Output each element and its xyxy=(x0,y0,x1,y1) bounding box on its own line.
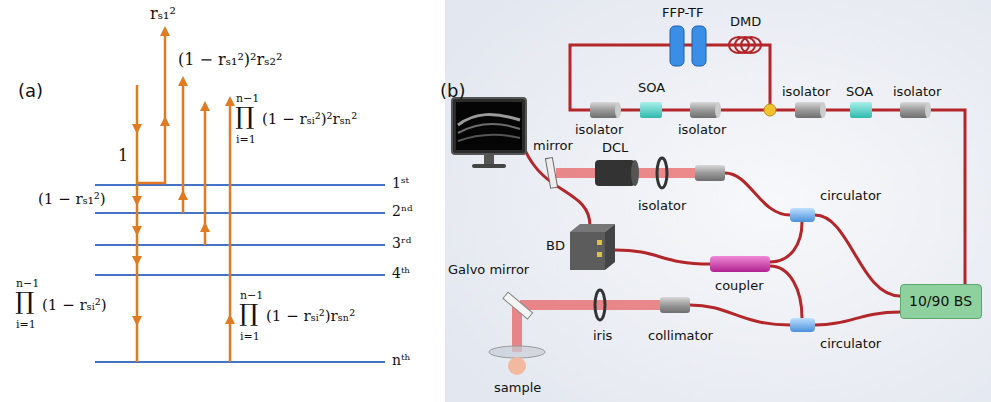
layer-label: 3ʳᵈ xyxy=(392,235,411,252)
layer-label: 2ⁿᵈ xyxy=(392,203,413,220)
component-label: coupler xyxy=(715,278,764,294)
formula: (1 − rₛ₁²)²rₛ₂² xyxy=(178,50,282,69)
ffp-tf xyxy=(670,26,706,66)
component-label: BD xyxy=(546,238,565,254)
component-label: Galvo mirror xyxy=(448,262,529,278)
node-text: 10/90 BS xyxy=(909,293,973,310)
component-label: isolator xyxy=(893,84,941,100)
component-label: isolator xyxy=(575,122,623,138)
component-label: circulator xyxy=(820,336,881,352)
component-label: mirror xyxy=(533,138,573,154)
layer-label: 1ˢᵗ xyxy=(392,175,409,192)
layer-lines xyxy=(95,185,385,362)
product-sign: ∏ xyxy=(15,287,34,316)
formula: (1 − rₛᵢ²)rₛₙ² xyxy=(266,307,355,325)
product-limit: i=1 xyxy=(240,330,260,343)
component-label: DCL xyxy=(602,140,628,156)
component-label: SOA xyxy=(638,80,665,96)
reference-arm xyxy=(545,158,725,189)
formula: (1 − rₛᵢ²)²rₛₙ² xyxy=(262,110,357,128)
component-label: FFP-TF xyxy=(662,5,703,21)
panel-tag: (a) xyxy=(18,80,43,102)
product-sign: ∏ xyxy=(239,299,258,328)
formula: 1 xyxy=(118,146,128,165)
dmd-coil xyxy=(729,37,761,53)
layer-label: nᵗʰ xyxy=(392,352,411,369)
component-label: collimator xyxy=(648,328,713,344)
component-label: isolator xyxy=(782,84,830,100)
detection xyxy=(570,208,815,332)
splitter-box: 10/90 BS xyxy=(900,284,982,319)
fibers xyxy=(525,45,965,325)
product-limit: i=1 xyxy=(236,133,256,146)
component-label: circulator xyxy=(820,188,881,204)
isolators-and-soas xyxy=(590,102,931,118)
component-label: isolator xyxy=(678,122,726,138)
component-label: isolator xyxy=(638,198,686,214)
light-rays xyxy=(137,30,230,362)
component-label: SOA xyxy=(846,84,873,100)
component-label: iris xyxy=(593,328,612,344)
product-limit: i=1 xyxy=(16,318,36,331)
panel-background xyxy=(445,0,991,402)
formula: rₛ₁² xyxy=(150,4,176,23)
monitor xyxy=(452,98,526,168)
panel-tag: (b) xyxy=(440,80,465,102)
component-label: sample xyxy=(494,380,541,396)
formula: (1 − rₛ₁²) xyxy=(38,190,106,208)
ray-arrowheads xyxy=(132,26,235,326)
formula: (1 − rₛᵢ²) xyxy=(42,296,107,314)
component-label: DMD xyxy=(730,14,761,30)
layer-label: 4ᵗʰ xyxy=(392,265,410,282)
product-sign: ∏ xyxy=(235,102,254,131)
